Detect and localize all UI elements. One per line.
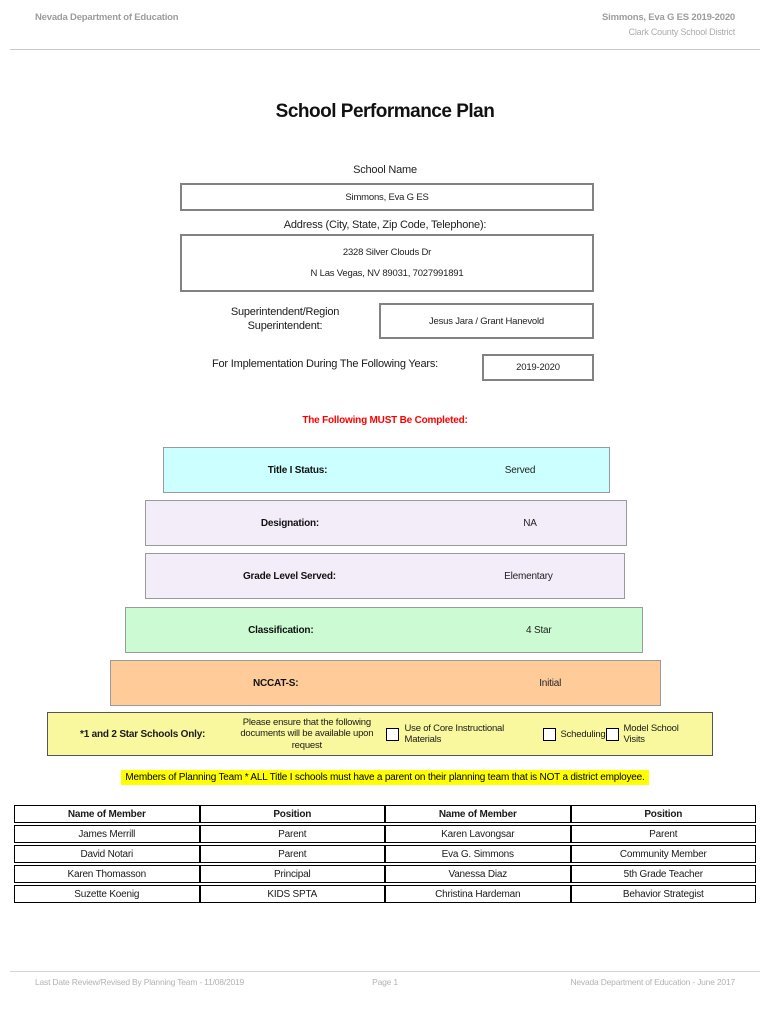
implementation-label: For Implementation During The Following … (212, 358, 438, 370)
member-name-cell: Christina Hardeman (385, 885, 571, 903)
superintendent-value: Jesus Jara / Grant Hanevold (429, 315, 544, 327)
member-position-cell: KIDS SPTA (199, 885, 385, 903)
title-i-status-value: Served (504, 464, 536, 476)
status-row-nccats: NCCAT-S: Initial (110, 660, 661, 706)
star-schools-instruction: Please ensure that the following documen… (240, 716, 374, 751)
grade-level-label: Grade Level Served: (242, 570, 336, 582)
checkbox-group-core-materials: Use of Core Instructional Materials (386, 723, 542, 745)
implementation-value: 2019-2020 (516, 362, 560, 373)
header-school-year: Simmons, Eva G ES 2019-2020 (602, 12, 735, 23)
classification-value: 4 Star (526, 624, 552, 636)
address-line1: 2328 Silver Clouds Dr (342, 246, 432, 258)
scheduling-label: Scheduling (560, 728, 606, 740)
col-header-position-2: Position (570, 805, 756, 823)
member-name-cell: Karen Lavongsar (385, 825, 571, 843)
member-name-cell: Vanessa Diaz (385, 865, 571, 883)
header-left: Nevada Department of Education (35, 12, 179, 23)
member-name-cell: Suzette Koenig (14, 885, 200, 903)
member-position-cell: Behavior Strategist (570, 885, 756, 903)
checkbox-group-scheduling: Scheduling (542, 727, 606, 741)
superintendent-field[interactable]: Jesus Jara / Grant Hanevold (379, 303, 594, 339)
status-row-grade-level: Grade Level Served: Elementary (145, 553, 625, 599)
col-header-name-2: Name of Member (385, 805, 571, 823)
member-position-cell: Parent (570, 825, 756, 843)
title-i-status-label: Title I Status: (267, 464, 328, 476)
address-label: Address (City, State, Zip Code, Telephon… (283, 219, 487, 231)
member-name-cell: Eva G. Simmons (385, 845, 571, 863)
table-row: Karen Thomasson Principal Vanessa Diaz 5… (14, 865, 756, 883)
header-divider (10, 49, 760, 50)
nccats-label: NCCAT-S: (252, 677, 299, 689)
member-name-cell: Karen Thomasson (14, 865, 200, 883)
designation-label: Designation: (260, 517, 320, 529)
model-visits-label: Model School Visits (623, 723, 679, 745)
footer-department: Nevada Department of Education - June 20… (570, 977, 735, 987)
member-position-cell: Parent (199, 825, 385, 843)
address-line2: N Las Vegas, NV 89031, 7027991891 (310, 268, 464, 280)
core-materials-label: Use of Core Instructional Materials (404, 723, 505, 745)
school-name-value: Simmons, Eva G ES (345, 191, 429, 203)
checkbox-group-model-visits: Model School Visits (605, 723, 702, 745)
page-title: School Performance Plan (275, 101, 495, 122)
planning-team-notice-wrap: Members of Planning Team * ALL Title I s… (0, 767, 770, 785)
table-row: Suzette Koenig KIDS SPTA Christina Harde… (14, 885, 756, 903)
core-materials-checkbox[interactable] (386, 727, 400, 741)
scheduling-checkbox[interactable] (542, 727, 556, 741)
star-schools-panel: *1 and 2 Star Schools Only: Please ensur… (47, 712, 713, 756)
member-position-cell: Community Member (570, 845, 756, 863)
member-position-cell: 5th Grade Teacher (570, 865, 756, 883)
star-schools-label: *1 and 2 Star Schools Only: (80, 728, 206, 740)
implementation-field[interactable]: 2019-2020 (482, 354, 594, 381)
address-field[interactable]: 2328 Silver Clouds Dr N Las Vegas, NV 89… (180, 234, 594, 292)
member-position-cell: Principal (199, 865, 385, 883)
planning-team-notice: Members of Planning Team * ALL Title I s… (121, 770, 649, 785)
footer-last-review: Last Date Review/Revised By Planning Tea… (35, 977, 245, 987)
member-position-cell: Parent (199, 845, 385, 863)
footer-divider (10, 971, 760, 972)
classification-label: Classification: (248, 624, 314, 636)
school-name-field[interactable]: Simmons, Eva G ES (180, 183, 594, 211)
header-district: Clark County School District (628, 27, 736, 37)
col-header-position-1: Position (199, 805, 385, 823)
status-row-designation: Designation: NA (145, 500, 627, 546)
grade-level-value: Elementary (504, 570, 553, 582)
status-row-title-i: Title I Status: Served (163, 447, 610, 493)
col-header-name-1: Name of Member (14, 805, 200, 823)
table-row: James Merrill Parent Karen Lavongsar Par… (14, 825, 756, 843)
footer-page-number: Page 1 (372, 977, 398, 987)
members-table: Name of Member Position Name of Member P… (14, 803, 756, 905)
nccats-value: Initial (539, 677, 562, 689)
designation-value: NA (523, 517, 537, 529)
member-name-cell: James Merrill (14, 825, 200, 843)
member-name-cell: David Notari (14, 845, 200, 863)
status-row-classification: Classification: 4 Star (125, 607, 643, 653)
members-table-header-row: Name of Member Position Name of Member P… (14, 805, 756, 823)
model-visits-checkbox[interactable] (605, 727, 619, 741)
must-complete-notice: The Following MUST Be Completed: (302, 415, 468, 426)
school-name-label: School Name (353, 164, 417, 176)
table-row: David Notari Parent Eva G. Simmons Commu… (14, 845, 756, 863)
superintendent-label: Superintendent/Region Superintendent: (230, 306, 340, 332)
